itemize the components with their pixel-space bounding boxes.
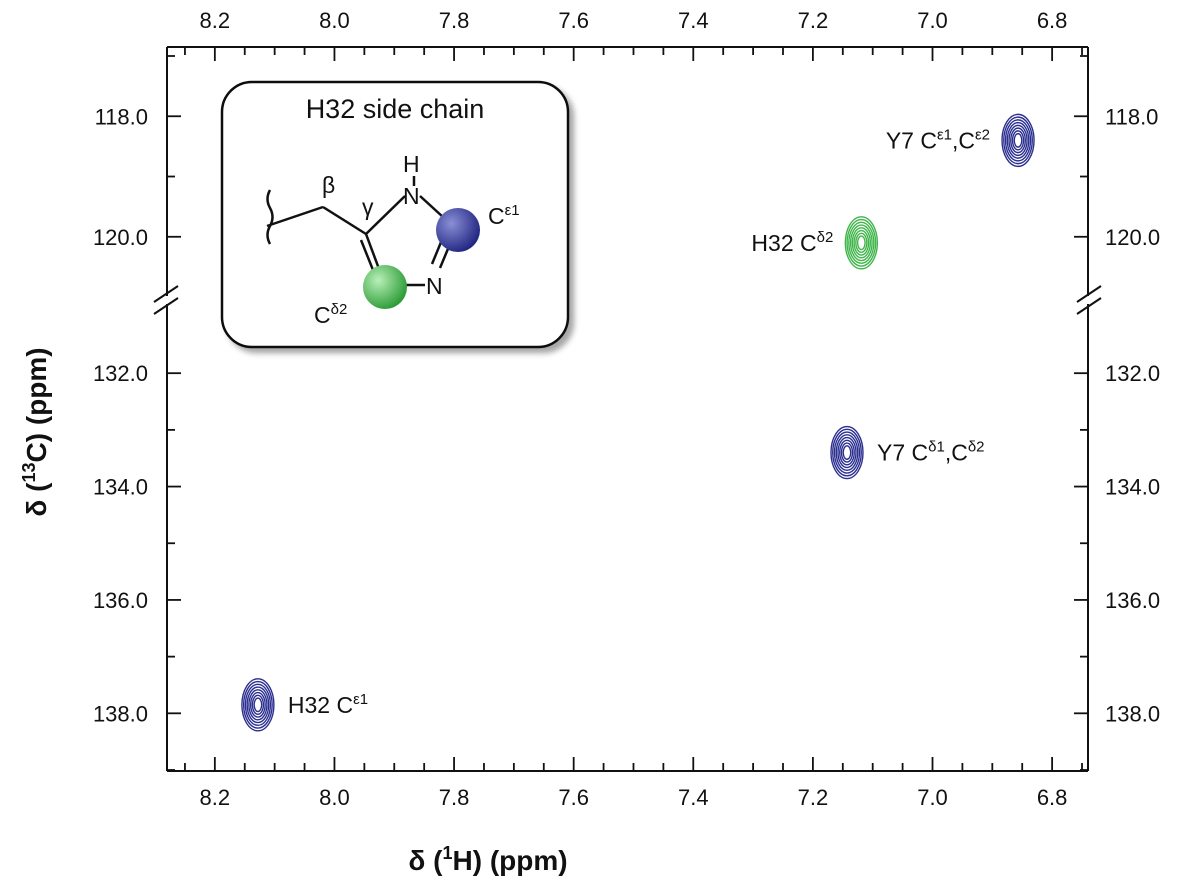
y-tick-label-right: 132.0 xyxy=(1105,361,1160,386)
x-tick-label-top: 6.8 xyxy=(1037,8,1068,33)
x-tick-label-bottom: 7.0 xyxy=(917,785,948,810)
y-tick-label-left: 134.0 xyxy=(93,475,148,500)
y-tick-label-left: 118.0 xyxy=(95,104,148,129)
contour-ring xyxy=(833,431,861,474)
contour-ring xyxy=(842,445,852,460)
n2-label: N xyxy=(426,273,443,299)
peak-label: Y7 Cε1,Cε2 xyxy=(886,126,990,153)
x-tick-label-bottom: 7.8 xyxy=(439,785,470,810)
peak-label: Y7 Cδ1,Cδ2 xyxy=(877,439,985,466)
x-tick-label-bottom: 6.8 xyxy=(1037,785,1068,810)
contour-ring xyxy=(848,221,875,265)
x-tick-label-top: 7.4 xyxy=(678,8,709,33)
peak-h32-c-2: H32 Cδ2 xyxy=(751,216,879,270)
contour-ring xyxy=(844,216,879,270)
n1-label: N xyxy=(403,183,420,209)
ce1-label: Cε1 xyxy=(488,202,520,229)
x-tick-label-top: 8.0 xyxy=(319,8,350,33)
gamma-label: γ xyxy=(362,194,374,220)
beta-label: β xyxy=(322,172,335,198)
plot-frame xyxy=(153,46,1102,772)
contour-ring xyxy=(1013,132,1023,148)
contour-ring xyxy=(832,428,862,477)
contour-ring xyxy=(244,683,272,727)
axis-break-right-2 xyxy=(1076,297,1102,315)
x-tick-label-top: 7.0 xyxy=(917,8,948,33)
contour-ring xyxy=(1003,116,1033,165)
contour-ring xyxy=(1008,124,1028,157)
x-tick-label-bottom: 7.6 xyxy=(558,785,589,810)
contour-ring xyxy=(837,436,857,469)
peak-h32-c-1: H32 Cε1 xyxy=(241,678,368,732)
y-tick-label-left: 120.0 xyxy=(93,225,148,250)
peak-y7-c-1-c-2: Y7 Cε1,Cε2 xyxy=(886,113,1035,168)
x-axis-title: δ (1H) (ppm) xyxy=(408,843,567,876)
bond-alpha-beta xyxy=(266,205,324,228)
contour-ring xyxy=(1001,113,1035,168)
ce1-atom-marker xyxy=(436,208,480,252)
contour-ring xyxy=(849,224,873,262)
contour-ring xyxy=(242,680,273,729)
contour-ring xyxy=(839,439,855,466)
y-tick-label-right: 120.0 xyxy=(1105,225,1160,250)
contour-ring xyxy=(855,232,868,254)
contour-ring xyxy=(253,697,263,713)
x-tick-label-top: 7.2 xyxy=(798,8,829,33)
y-tick-label-right: 118.0 xyxy=(1105,104,1158,129)
cd2-atom-marker xyxy=(363,265,407,309)
bond-beta-gamma xyxy=(322,205,367,236)
y-tick-label-right: 136.0 xyxy=(1105,588,1160,613)
axis-break-right-1 xyxy=(1076,285,1102,303)
contour-ring xyxy=(1011,130,1025,151)
wavy-bond xyxy=(266,189,274,245)
contour-ring xyxy=(1004,119,1032,162)
x-tick-label-bottom: 7.2 xyxy=(798,785,829,810)
contour-ring xyxy=(851,227,872,259)
x-tick-label-top: 7.6 xyxy=(558,8,589,33)
h-label: H xyxy=(403,151,420,177)
x-tick-label-bottom: 8.2 xyxy=(200,785,231,810)
y-tick-label-right: 134.0 xyxy=(1105,475,1160,500)
contour-ring xyxy=(856,235,866,251)
contour-ring xyxy=(830,425,864,480)
contour-ring xyxy=(248,689,268,721)
axis-break-left-2 xyxy=(153,297,179,315)
contour-ring xyxy=(241,678,275,732)
x-axis-bottom: 8.2 8.0 7.8 7.6 7.4 7.2 7.0 6.8 xyxy=(184,757,1083,810)
bond-gamma-n1 xyxy=(365,195,406,235)
y-axis-right: 118.0 120.0 132.0 134.0 136.0 138.0 xyxy=(1074,55,1160,771)
inset-structure: H32 side chain β γ H N N Cε1 Cδ2 xyxy=(220,80,570,349)
y-axis-title: δ (13C) (ppm) xyxy=(19,347,52,516)
inset-box xyxy=(220,80,570,349)
x-tick-label-bottom: 8.0 xyxy=(319,785,350,810)
y-tick-label-left: 138.0 xyxy=(93,701,148,726)
x-axis-top: 8.2 8.0 7.8 7.6 7.4 7.2 7.0 6.8 xyxy=(184,8,1083,61)
x-tick-label-top: 8.2 xyxy=(200,8,231,33)
contour-ring xyxy=(853,229,870,256)
inset-title: H32 side chain xyxy=(306,94,485,124)
y-tick-label-left: 136.0 xyxy=(93,588,148,613)
contour-ring xyxy=(840,442,854,463)
axis-break-left-1 xyxy=(153,285,179,303)
contour-ring xyxy=(1006,121,1030,159)
y-tick-label-left: 132.0 xyxy=(93,361,148,386)
contour-ring xyxy=(249,691,266,718)
cd2-label: Cδ2 xyxy=(314,301,347,328)
y-axis-left: 118.0 120.0 132.0 134.0 136.0 138.0 xyxy=(93,55,181,771)
y-tick-label-right: 138.0 xyxy=(1105,701,1160,726)
contour-ring xyxy=(835,434,859,471)
peak-label: H32 Cε1 xyxy=(288,691,368,718)
contour-ring xyxy=(1010,127,1026,154)
x-tick-label-bottom: 7.4 xyxy=(678,785,709,810)
contour-ring xyxy=(251,694,265,716)
peak-y7-c-1-c-2: Y7 Cδ1,Cδ2 xyxy=(830,425,985,480)
contour-ring xyxy=(846,218,877,267)
x-tick-label-top: 7.8 xyxy=(439,8,470,33)
contour-ring xyxy=(246,686,270,724)
peak-label: H32 Cδ2 xyxy=(751,229,833,256)
